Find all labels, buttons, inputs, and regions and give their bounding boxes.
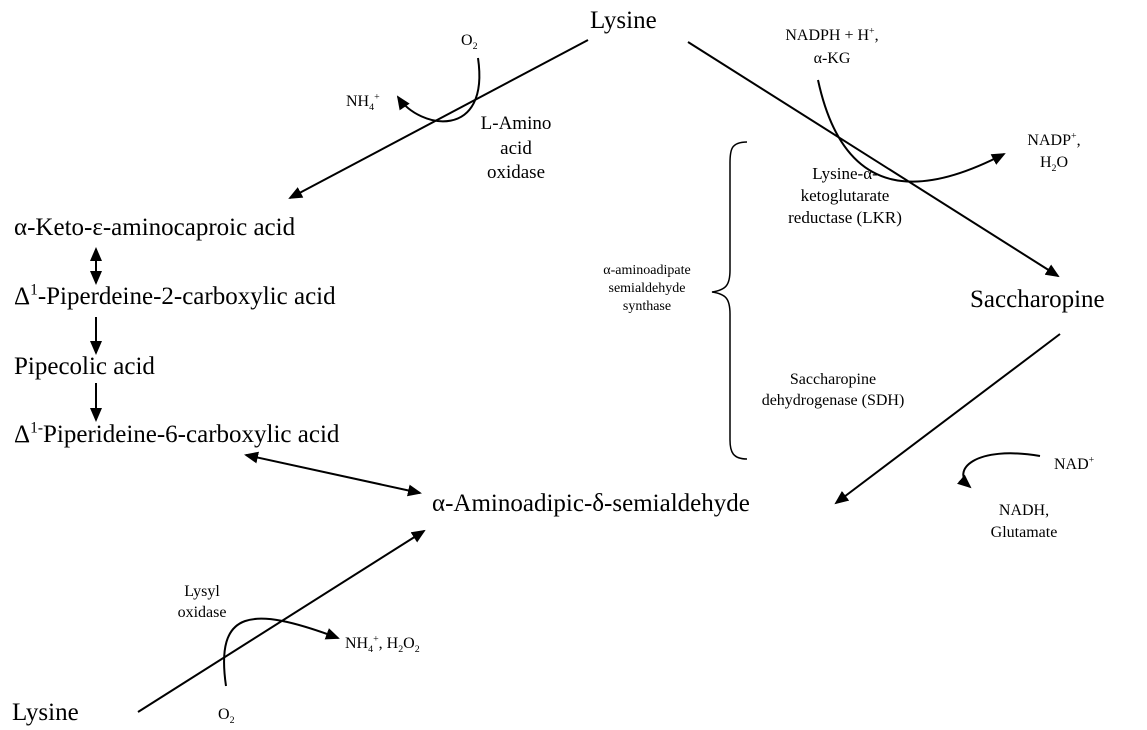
pipecolic-acid-label: Pipecolic acid [14,353,155,380]
lysine-top-label: Lysine [590,7,657,34]
lysine-bottom-label: Lysine [12,699,79,726]
nh4-h2o2-label: NH4+, H2O2 [345,633,420,656]
piperdeine-label: Δ1-Piperdeine-2-carboxylic acid [14,281,336,310]
nadp-h2o-label: NADP+, H2O [1027,130,1081,175]
keto-acid-label: α-Keto-ε-aminocaproic acid [14,214,296,241]
o2-top-label: O2 [461,32,478,53]
nadph-akg-label: NADPH + H+, α-KG [785,25,879,68]
arrow-o2-to-nh4-h2o2 [223,617,340,687]
arrow-nad-to-nadh [956,452,1041,489]
arrow-nadph-to-nadp [817,79,1006,183]
piperideine-label: Δ1-Piperideine-6-carboxylic acid [14,419,340,448]
nh4-top-label: NH4+ [346,91,380,114]
nadh-glutamate-label: NADH,Glutamate [990,502,1058,542]
enzyme-brace [711,141,748,460]
saccharopine-label: Saccharopine [970,286,1105,313]
arrow-saccharopine-to-aasa [834,333,1061,505]
arrow-lysine-to-saccharopine [687,41,1060,278]
arrow-lysine-to-keto-acid [288,39,589,199]
o2-bottom-label: O2 [218,706,235,727]
aasa-label: α-Aminoadipic-δ-semialdehyde [432,490,750,517]
arrow-o2-to-nh4 [396,57,481,123]
nad-label: NAD+ [1054,454,1095,473]
arrow-piperideine-aasa [244,451,422,497]
